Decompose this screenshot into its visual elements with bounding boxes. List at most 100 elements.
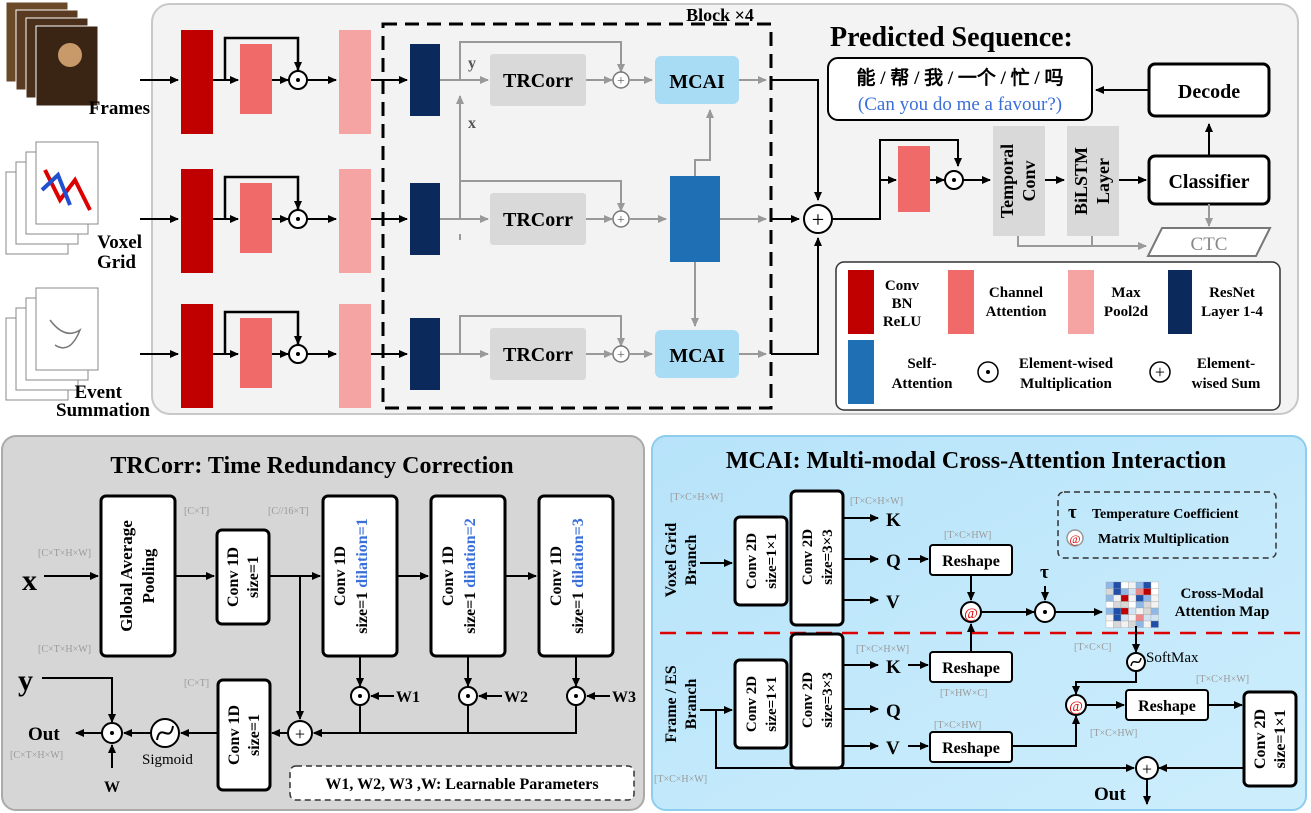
svg-text:Conv 1D: Conv 1D <box>226 705 243 765</box>
decode-label: Decode <box>1178 81 1240 103</box>
classifier-label: Classifier <box>1168 171 1249 193</box>
svg-text:BN: BN <box>892 296 913 312</box>
svg-text:Branch: Branch <box>683 535 700 586</box>
mcai-label-top: MCAI <box>669 71 725 93</box>
bilstm-label-1: BiLSTM <box>1071 147 1091 215</box>
svg-text:size=1 dilation=3: size=1 dilation=3 <box>570 518 587 634</box>
svg-text:Reshape: Reshape <box>1138 698 1196 715</box>
conv-bn-relu-block <box>181 30 213 134</box>
temporal-conv-box <box>993 126 1045 236</box>
svg-text:Element-wised: Element-wised <box>1019 356 1114 372</box>
channel-attention-block <box>240 318 272 388</box>
maxpool-block <box>339 169 371 273</box>
mcai-legend-box <box>1057 491 1277 559</box>
svg-text:Conv: Conv <box>885 278 920 294</box>
svg-text:size=1: size=1 <box>245 556 262 598</box>
svg-text:@: @ <box>1069 532 1080 546</box>
trcorr-block <box>490 328 586 380</box>
svg-text:Frame / ES: Frame / ES <box>663 665 680 742</box>
voxel-grid-image-stack <box>5 141 99 255</box>
svg-text:Global Average: Global Average <box>117 520 136 632</box>
branch-row-3: TRCorr + <box>140 304 653 408</box>
svg-text:ReLU: ReLU <box>883 314 921 330</box>
svg-text:+: + <box>1142 759 1152 779</box>
svg-text:Channel: Channel <box>989 285 1043 301</box>
svg-text:Out: Out <box>1094 784 1126 805</box>
svg-text:[C×T×H×W]: [C×T×H×W] <box>38 644 91 655</box>
predicted-title: Predicted Sequence: <box>830 22 1073 53</box>
bilstm-box <box>1067 126 1119 236</box>
trc-y: y <box>18 664 33 697</box>
svg-text:[C×T]: [C×T] <box>184 506 209 517</box>
svg-text:[C×T×H×W]: [C×T×H×W] <box>38 548 91 559</box>
mcai-box-top <box>655 56 739 104</box>
sum-symbol: + <box>812 207 824 232</box>
svg-text:size=1×1: size=1×1 <box>764 676 780 731</box>
svg-text:ResNet: ResNet <box>1209 285 1255 301</box>
svg-text:+: + <box>617 213 625 228</box>
svg-text:W1, W2, W3 ,W: Learnable Param: W1, W2, W3 ,W: Learnable Parameters <box>325 776 598 793</box>
svg-text:SoftMax: SoftMax <box>1146 650 1199 666</box>
svg-text:Pooling: Pooling <box>139 548 158 603</box>
trc-params-box <box>289 765 635 801</box>
trcorr-block <box>490 193 586 245</box>
svg-text:V: V <box>886 592 900 613</box>
svg-text:+: + <box>295 724 305 744</box>
voxel-label-1: Voxel <box>97 232 142 253</box>
svg-text:Pool2d: Pool2d <box>1104 304 1149 320</box>
conv-bn-relu-block <box>181 304 213 408</box>
predicted-en: (Can you do me a favour?) <box>858 94 1062 115</box>
svg-text:[C×T]: [C×T] <box>184 678 209 689</box>
svg-text:Element-: Element- <box>1197 356 1255 372</box>
svg-text:size=1×1: size=1×1 <box>764 533 780 588</box>
legend-channel: Channel Attention <box>948 270 1047 334</box>
svg-text:[T×C×HW]: [T×C×HW] <box>934 720 981 731</box>
svg-text:Conv 2D: Conv 2D <box>744 676 760 732</box>
svg-text:TRCorr: TRCorr <box>503 209 573 231</box>
svg-text:+: + <box>617 348 625 363</box>
mcai-label-bottom: MCAI <box>669 345 725 367</box>
temporal-conv-label-1: Temporal <box>997 144 1017 218</box>
svg-text:x: x <box>468 115 476 132</box>
svg-text:size=1×1: size=1×1 <box>1272 709 1289 768</box>
svg-text:@: @ <box>1069 699 1083 715</box>
frames-label: Frames <box>89 98 150 119</box>
svg-text:TRCorr: TRCorr <box>503 344 573 366</box>
legend-selfatt: Self- Attention <box>848 340 953 404</box>
svg-text:Reshape: Reshape <box>942 553 1000 570</box>
svg-text:size=1 dilation=1: size=1 dilation=1 <box>354 518 371 634</box>
temporal-conv-label-2: Conv <box>1019 160 1039 201</box>
svg-text:[T×C×H×W]: [T×C×H×W] <box>1196 674 1249 685</box>
predicted-cn: 能 / 帮 / 我 / 一个 / 忙 / 吗 <box>857 66 1064 89</box>
svg-text:Attention: Attention <box>892 376 953 392</box>
svg-text:W: W <box>104 779 120 796</box>
legend-resnet: ResNet Layer 1-4 <box>1168 270 1263 334</box>
svg-text:W2: W2 <box>504 689 528 706</box>
trc-x: x <box>22 564 37 597</box>
event-summation-image-stack <box>5 287 99 401</box>
trcorr-title: TRCorr: Time Redundancy Correction <box>110 453 513 479</box>
branch-row-2: TRCorr + <box>140 169 667 273</box>
svg-text:size=3×3: size=3×3 <box>820 529 836 584</box>
svg-text:Cross-Modal: Cross-Modal <box>1180 586 1263 602</box>
svg-text:τ: τ <box>1040 562 1049 583</box>
svg-text:Attention Map: Attention Map <box>1175 604 1270 620</box>
svg-text:Self-: Self- <box>907 356 936 372</box>
conv-bn-relu-block <box>181 169 213 273</box>
predicted-box <box>827 57 1093 121</box>
svg-text:W3: W3 <box>612 689 636 706</box>
svg-text:Conv 2D: Conv 2D <box>744 533 760 589</box>
maxpool-block <box>339 30 371 134</box>
trcorr-block <box>490 54 586 106</box>
svg-text:[T×C×HW]: [T×C×HW] <box>944 530 991 541</box>
cross-modal-attention-map <box>1105 581 1159 628</box>
legend-maxpool: Max Pool2d <box>1068 270 1149 334</box>
resnet-block <box>410 44 440 116</box>
svg-text:[T×HW×C]: [T×HW×C] <box>940 688 987 699</box>
svg-text:K: K <box>886 510 901 531</box>
svg-text:[T×C×H×W]: [T×C×H×W] <box>654 774 707 785</box>
